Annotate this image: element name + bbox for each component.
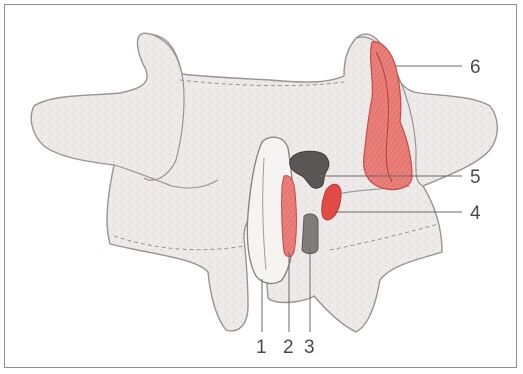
callout-4: 4 <box>470 203 481 224</box>
structure-2-red <box>282 176 297 257</box>
callout-5: 5 <box>470 167 481 188</box>
callout-2: 2 <box>283 337 294 358</box>
callout-1: 1 <box>256 337 267 358</box>
structure-3-gray <box>302 214 318 254</box>
callout-6: 6 <box>470 57 481 78</box>
callout-3: 3 <box>304 337 315 358</box>
